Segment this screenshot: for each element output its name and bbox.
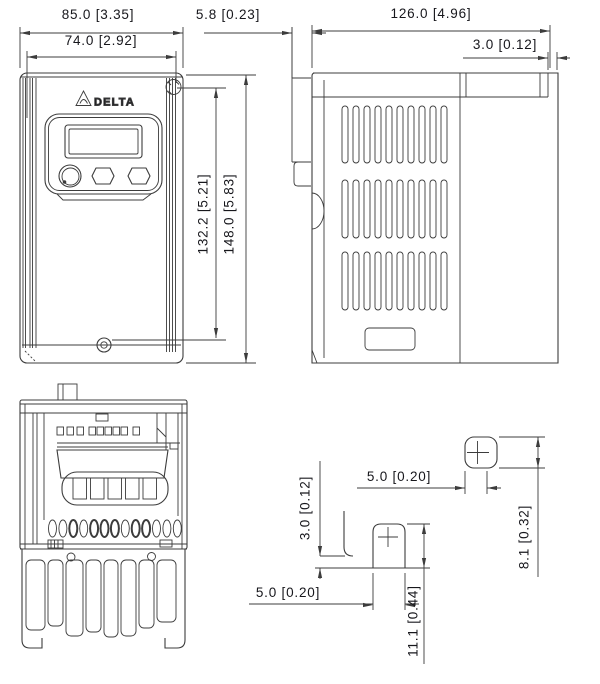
dim-label: 11.1 [0.44] xyxy=(406,585,421,657)
top-slot-crosshair-icon xyxy=(467,441,489,464)
dim-front-overall-height: 148.0 [5.83] xyxy=(186,74,256,364)
dim-label: 148.0 [5.83] xyxy=(222,174,237,255)
delta-logo: DELTA xyxy=(75,90,135,109)
front-top-mount-hole xyxy=(165,79,182,95)
heatsink xyxy=(21,549,186,649)
top-slot-detail: 5.0 [0.20] 8.1 [0.32] xyxy=(357,436,545,577)
keypad-panel xyxy=(44,113,163,201)
dim-label: 3.0 [0.12] xyxy=(473,37,537,52)
bottom-view xyxy=(19,383,188,649)
dim-top-slot-width: 5.0 [0.20] xyxy=(357,469,501,494)
heatsink-fins xyxy=(25,559,177,638)
heatsink-screw-right xyxy=(147,552,156,561)
dim-label: 5.8 [0.23] xyxy=(196,7,260,22)
dim-top-slot-height: 8.1 [0.32] xyxy=(499,436,545,577)
control-terminals xyxy=(56,426,140,436)
dim-keyhole-slot-width: 5.0 [0.20] xyxy=(249,573,419,610)
heatsink-screw-left xyxy=(66,552,76,562)
front-left-rails xyxy=(22,78,37,348)
keypad-knob xyxy=(58,164,82,188)
dim-keypad-protrusion: 5.8 [0.23] xyxy=(196,7,326,78)
front-view: DELTA xyxy=(19,72,184,364)
bottom-vent-holes xyxy=(48,519,182,538)
dim-front-mount-width: 74.0 [2.92] xyxy=(26,33,177,118)
dim-label: 74.0 [2.92] xyxy=(65,33,138,48)
bottom-top-tab xyxy=(57,383,78,401)
keyhole-crosshair-icon xyxy=(378,527,398,547)
side-body-outline xyxy=(311,72,559,364)
dim-label: 132.2 [5.21] xyxy=(196,174,211,255)
front-body-outline xyxy=(19,72,184,364)
dim-keyhole-step: 3.0 [0.12] xyxy=(298,461,323,579)
keyhole-slot xyxy=(372,523,406,568)
keyhole-detail: 3.0 [0.12] 5.0 [0.20] 11.1 [0.44] xyxy=(249,461,430,664)
front-bottom-screw xyxy=(96,337,112,353)
dim-label: 8.1 [0.32] xyxy=(517,505,532,569)
dim-side-depth: 126.0 [4.96] xyxy=(311,6,551,68)
dim-label: 3.0 [0.12] xyxy=(298,476,313,540)
delta-triangle-icon xyxy=(75,90,92,106)
bottom-tabs xyxy=(47,539,173,549)
side-back-plate xyxy=(459,73,549,363)
power-terminal-block xyxy=(56,449,169,506)
dim-din-plate-thickness: 3.0 [0.12] xyxy=(463,37,570,70)
front-right-rails xyxy=(166,78,176,352)
dim-keyhole-depth: 11.1 [0.44] xyxy=(406,523,430,664)
vent-slots xyxy=(341,105,448,311)
dim-label: 5.0 [0.20] xyxy=(256,585,320,600)
side-keypad-profile xyxy=(291,27,325,364)
dim-front-overall-width: 85.0 [3.35] xyxy=(19,7,184,68)
side-view xyxy=(291,27,559,364)
keypad-display xyxy=(64,124,143,159)
dim-label: 5.0 [0.20] xyxy=(367,469,431,484)
dim-mount-hole-height: 132.2 [5.21] xyxy=(112,87,226,341)
delta-wordmark: DELTA xyxy=(94,97,135,109)
dim-label: 126.0 [4.96] xyxy=(391,6,472,21)
top-slot-hole xyxy=(464,436,498,469)
dim-label: 85.0 [3.35] xyxy=(62,7,135,22)
keypad-button-left xyxy=(91,167,115,185)
side-nameplate xyxy=(364,327,416,351)
keypad-button-right xyxy=(127,167,151,185)
